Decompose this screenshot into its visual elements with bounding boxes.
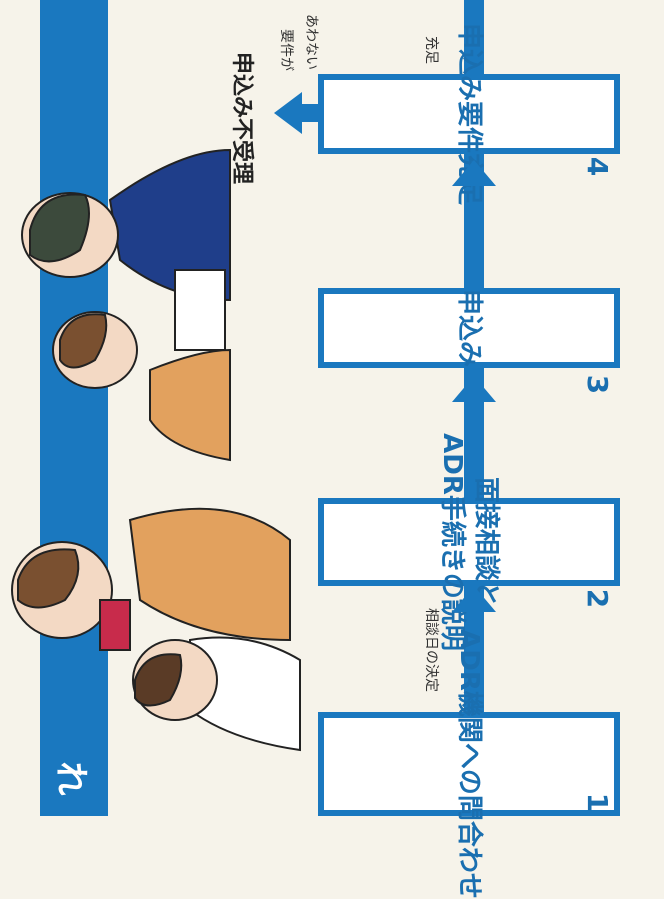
- decision-note: 相談日の決定: [423, 608, 439, 692]
- arrow-up-icon: [452, 376, 496, 402]
- step-label-2: 面接相談と ADR手続きの説明: [436, 433, 501, 651]
- step-number-2: 2: [581, 588, 615, 609]
- staff-illustration: [21, 148, 231, 462]
- flow-line: [464, 0, 484, 816]
- step-number-1: 1: [581, 792, 615, 813]
- rejection-label: 申込み不受理: [229, 51, 255, 185]
- arrow-up-icon: [452, 586, 496, 612]
- header-band: [40, 0, 108, 816]
- not-met-note-2: あわない: [303, 14, 319, 70]
- step-box-2: 面接相談と ADR手続きの説明: [318, 433, 620, 651]
- arrow-up-icon: [452, 160, 496, 186]
- step-label-1: ADR機関への問合わせ: [453, 629, 484, 899]
- step-box-1: ADR機関への問合わせ: [318, 629, 620, 899]
- step-label-3: 申込み: [453, 288, 484, 368]
- step-number-4: 4: [581, 156, 615, 177]
- step-number-3: 3: [581, 374, 615, 395]
- people-illustration: [11, 148, 301, 752]
- satisfied-note: 充足: [423, 36, 439, 64]
- not-met-note-1: 要件が: [278, 29, 294, 71]
- step-box-4: 申込み要件充足: [318, 23, 620, 205]
- client-illustration: [11, 507, 301, 752]
- step-box-3: 申込み: [318, 288, 620, 368]
